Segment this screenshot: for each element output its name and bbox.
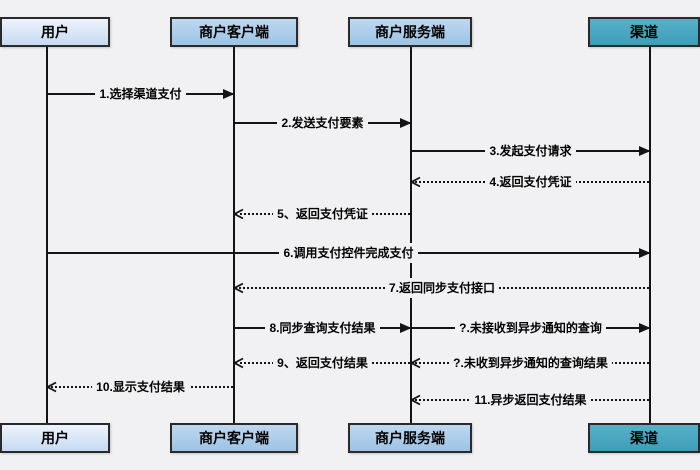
actor-user-bottom-box: 用户 [0,423,110,453]
actor-channel-bottom-box: 渠道 [588,423,700,453]
lifeline-channel [649,47,651,423]
message-label: 3.发起支付请求 [485,141,576,161]
actor-label: 商户服务端 [375,430,445,446]
arrowhead-open-icon [410,357,422,369]
lifeline-merchant-client [233,47,235,423]
arrowhead-open-icon [233,282,245,294]
message-13: 11.异步返回支付结果 [410,390,650,410]
arrowhead-solid-icon [639,248,651,259]
actor-label: 用户 [41,24,69,40]
arrowhead-open-icon [233,208,245,220]
arrowhead-open-icon [46,381,58,393]
message-label: 10.显示支付结果 [92,377,189,397]
arrowhead-open-icon [233,357,245,369]
actor-merchant-client-bottom-box: 商户客户端 [170,423,298,453]
message-7: 7.返回同步支付接口 [233,278,650,298]
message-5: 5、返回支付凭证 [233,204,411,224]
message-4: 4.返回支付凭证 [410,172,650,192]
message-12: 10.显示支付结果 [46,377,234,397]
arrowhead-solid-icon [639,323,651,334]
message-9: ?.未接收到异步通知的查询 [411,318,651,338]
actor-label: 商户服务端 [375,24,445,40]
message-3: 3.发起支付请求 [411,141,651,161]
lifeline-user [46,47,48,423]
message-label: 8.同步查询支付结果 [265,318,380,338]
actor-merchant-server-bottom-box: 商户服务端 [348,423,472,453]
message-label: 6.调用支付控件完成支付 [279,243,418,263]
actor-label: 商户客户端 [199,24,269,40]
arrowhead-solid-icon [223,89,235,100]
arrowhead-solid-icon [400,118,412,129]
message-label: 1.选择渠道支付 [95,84,186,104]
message-label: 5、返回支付凭证 [273,204,372,224]
message-label: 7.返回同步支付接口 [384,278,499,298]
arrowhead-solid-icon [639,146,651,157]
arrowhead-solid-icon [400,323,412,334]
message-8: 8.同步查询支付结果 [234,318,412,338]
message-10: 9、返回支付结果 [233,353,411,373]
actor-label: 渠道 [630,430,658,446]
message-label: 11.异步返回支付结果 [470,390,591,410]
message-1: 1.选择渠道支付 [47,84,235,104]
message-6: 6.调用支付控件完成支付 [47,243,651,263]
message-11: ?.未收到异步通知的查询结果 [410,353,650,373]
actor-label: 用户 [41,430,69,446]
actor-label: 商户客户端 [199,430,269,446]
actor-merchant-server-top-box: 商户服务端 [348,17,472,47]
arrowhead-open-icon [410,394,422,406]
message-label: 2.发送支付要素 [277,113,368,133]
message-label: 4.返回支付凭证 [485,172,576,192]
message-label: 9、返回支付结果 [273,353,372,373]
arrowhead-open-icon [410,176,422,188]
message-label: ?.未收到异步通知的查询结果 [449,353,612,373]
actor-channel-top-box: 渠道 [588,17,700,47]
actor-merchant-client-top-box: 商户客户端 [170,17,298,47]
message-2: 2.发送支付要素 [234,113,412,133]
lifeline-merchant-server [410,47,412,423]
actor-label: 渠道 [630,24,658,40]
actor-user-top-box: 用户 [0,17,110,47]
message-label: ?.未接收到异步通知的查询 [455,318,606,338]
